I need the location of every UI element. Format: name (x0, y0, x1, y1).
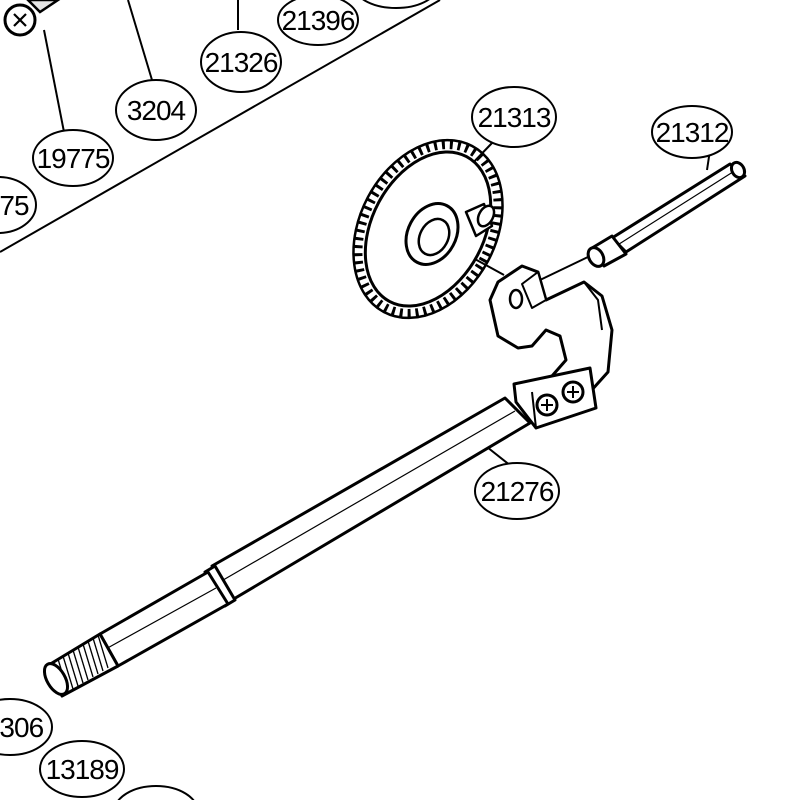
callout-ellipse-75 (0, 176, 37, 234)
callout-ellipse-21326 (200, 31, 282, 93)
callout-ellipse-21312 (651, 105, 733, 159)
leader-bracket-gear (472, 257, 505, 276)
leader-3204 (127, 0, 153, 81)
callout-label-21312: 21312 (656, 117, 729, 148)
screw-part (3, 0, 61, 37)
callout-ellipse-21313 (471, 86, 557, 148)
leader-lines (43, 0, 711, 471)
callout-label-3204: 3204 (127, 95, 186, 126)
callout-ellipse-partial-top (362, 0, 430, 9)
leader-bracket-pin (539, 255, 591, 281)
callout-ellipse-21396 (277, 0, 359, 46)
callout-label-21313: 21313 (478, 102, 551, 133)
callout-ellipse-1306 (0, 698, 53, 756)
callout-ellipse-partial-bottom (117, 785, 195, 800)
callout-ellipse-21276 (474, 462, 560, 520)
callout-label-21396: 21396 (282, 5, 355, 36)
callout-label-21326: 21326 (205, 47, 278, 78)
callout-ellipse-19775 (32, 129, 114, 187)
leader-19775 (43, 29, 65, 133)
callout-label-21276: 21276 (481, 476, 554, 507)
callout-label-13189: 13189 (46, 754, 119, 785)
callout-label-19775: 19775 (37, 143, 110, 174)
pin-part (586, 160, 747, 268)
gear-part (352, 138, 504, 320)
lever-bracket-part (488, 264, 614, 430)
callouts: 21396 21326 3204 19775 75 21313 21312 21… (0, 0, 733, 800)
callout-label-1306: 1306 (0, 712, 44, 743)
callout-label-75: 75 (0, 190, 29, 221)
callout-ellipse-13189 (39, 740, 125, 798)
shaft-part (42, 396, 532, 698)
callout-ellipse-3204 (115, 79, 197, 141)
section-divider-line (0, 0, 441, 253)
